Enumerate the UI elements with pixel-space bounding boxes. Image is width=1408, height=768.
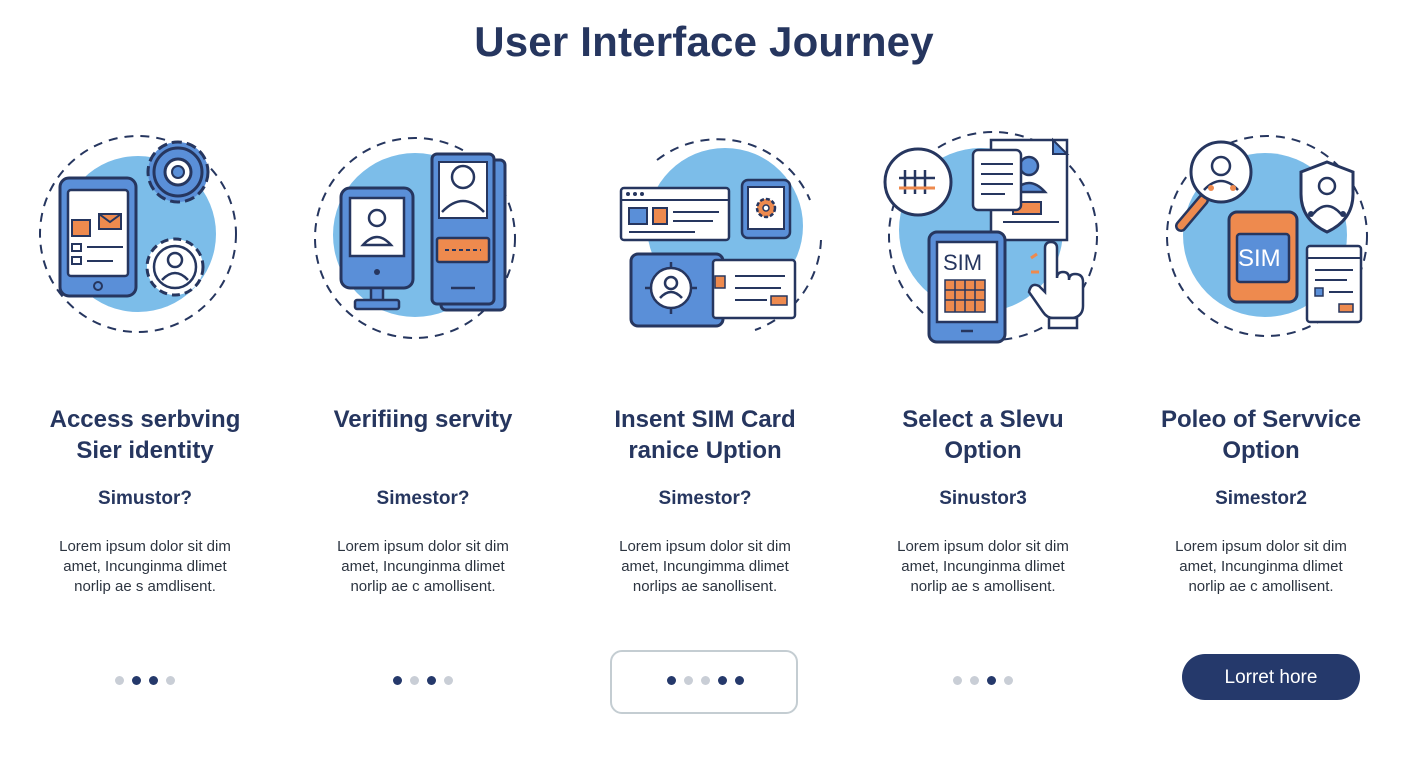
journey-step-4: SIM Select a Slevu Opti xyxy=(848,120,1118,720)
step-4-description: Lorem ipsum dolor sit dim amet, Incungin… xyxy=(897,538,1069,595)
step-3-description: Lorem ipsum dolor sit dim amet, Incungim… xyxy=(619,538,791,595)
sim-phone-icon: SIM xyxy=(927,230,1007,344)
pagination-dot-active[interactable] xyxy=(734,676,744,685)
pagination-dot[interactable] xyxy=(970,676,979,685)
pagination-dot[interactable] xyxy=(410,676,419,685)
gear-icon xyxy=(146,140,210,204)
pagination-dot-active[interactable] xyxy=(132,676,141,685)
step-2-title: Verifiing servity xyxy=(333,406,513,433)
step-5-illustration: SIM xyxy=(1141,120,1381,350)
journey-steps: Access serbving Sier identity Simustor? … xyxy=(0,120,1408,740)
step-5-subtitle: Simestor2 xyxy=(1215,488,1307,509)
step-3-pagination-dots xyxy=(570,676,840,686)
documents-icon xyxy=(971,137,1070,242)
journey-step-3: Insent SIM Card ranice Uption Simestor? … xyxy=(570,120,840,720)
user-gear-icon xyxy=(145,237,205,297)
step-4-pagination-dots xyxy=(848,676,1118,686)
pagination-dot-active[interactable] xyxy=(149,676,158,685)
step-5-title: Poleo of Servvice Option xyxy=(1160,406,1362,464)
pointing-hand-icon xyxy=(1027,240,1085,330)
svg-text:SIM: SIM xyxy=(943,250,982,275)
tablet-gear-icon xyxy=(740,178,792,240)
pagination-dot[interactable] xyxy=(953,676,962,685)
step-4-subtitle: Sinustor3 xyxy=(939,488,1027,509)
magnifier-user-icon xyxy=(1175,140,1253,232)
step-1-pagination-dots xyxy=(10,676,280,686)
step-3-pagination-frame xyxy=(610,650,798,714)
pagination-dot[interactable] xyxy=(166,676,175,685)
id-card-icon xyxy=(430,152,507,312)
pagination-dot[interactable] xyxy=(1004,676,1013,685)
shield-user-icon xyxy=(1299,160,1355,234)
step-4-title: Select a Slevu Option xyxy=(902,406,1064,464)
kiosk-monitor-icon xyxy=(339,186,415,311)
pagination-dot[interactable] xyxy=(115,676,124,685)
journey-step-1: Access serbving Sier identity Simustor? … xyxy=(10,120,280,720)
learn-more-button[interactable]: Lorret hore xyxy=(1182,654,1360,700)
pagination-dot[interactable] xyxy=(444,676,453,685)
card-reader-icon xyxy=(629,252,797,328)
step-3-title: Insent SIM Card ranice Uption xyxy=(614,406,796,464)
journey-step-5: SIM Poleo of Servvice Option Simestor2 L… xyxy=(1126,120,1396,720)
step-1-illustration xyxy=(25,120,265,350)
grid-circle-icon xyxy=(883,147,953,217)
pagination-dot-active[interactable] xyxy=(717,676,727,685)
step-2-subtitle: Simestor? xyxy=(376,488,470,509)
step-1-title: Access serbving Sier identity xyxy=(49,406,241,464)
step-3-illustration xyxy=(585,120,825,350)
svg-text:SIM: SIM xyxy=(1238,245,1281,272)
page-title: User Interface Journey xyxy=(474,18,934,65)
browser-window-icon xyxy=(619,186,731,242)
journey-step-2: Verifiing servity Simestor? Lorem ipsum … xyxy=(288,120,558,720)
smartphone-icon xyxy=(58,176,138,298)
step-2-description: Lorem ipsum dolor sit dim amet, Incungin… xyxy=(337,538,509,595)
step-2-pagination-dots xyxy=(288,676,558,686)
step-4-illustration: SIM xyxy=(863,120,1103,350)
pagination-dot-active[interactable] xyxy=(666,676,676,685)
pagination-dot[interactable] xyxy=(700,676,710,685)
step-5-description: Lorem ipsum dolor sit dim amet, Incungin… xyxy=(1175,538,1347,595)
step-2-illustration xyxy=(303,120,543,350)
pagination-dot-active[interactable] xyxy=(393,676,402,685)
step-1-description: Lorem ipsum dolor sit dim amet, Incungin… xyxy=(59,538,231,595)
sim-card-icon: SIM xyxy=(1227,210,1299,304)
step-3-subtitle: Simestor? xyxy=(658,488,752,509)
pagination-dot[interactable] xyxy=(683,676,693,685)
step-1-subtitle: Simustor? xyxy=(98,488,192,509)
pagination-dot-active[interactable] xyxy=(987,676,996,685)
pagination-dot-active[interactable] xyxy=(427,676,436,685)
document-icon xyxy=(1305,244,1363,324)
